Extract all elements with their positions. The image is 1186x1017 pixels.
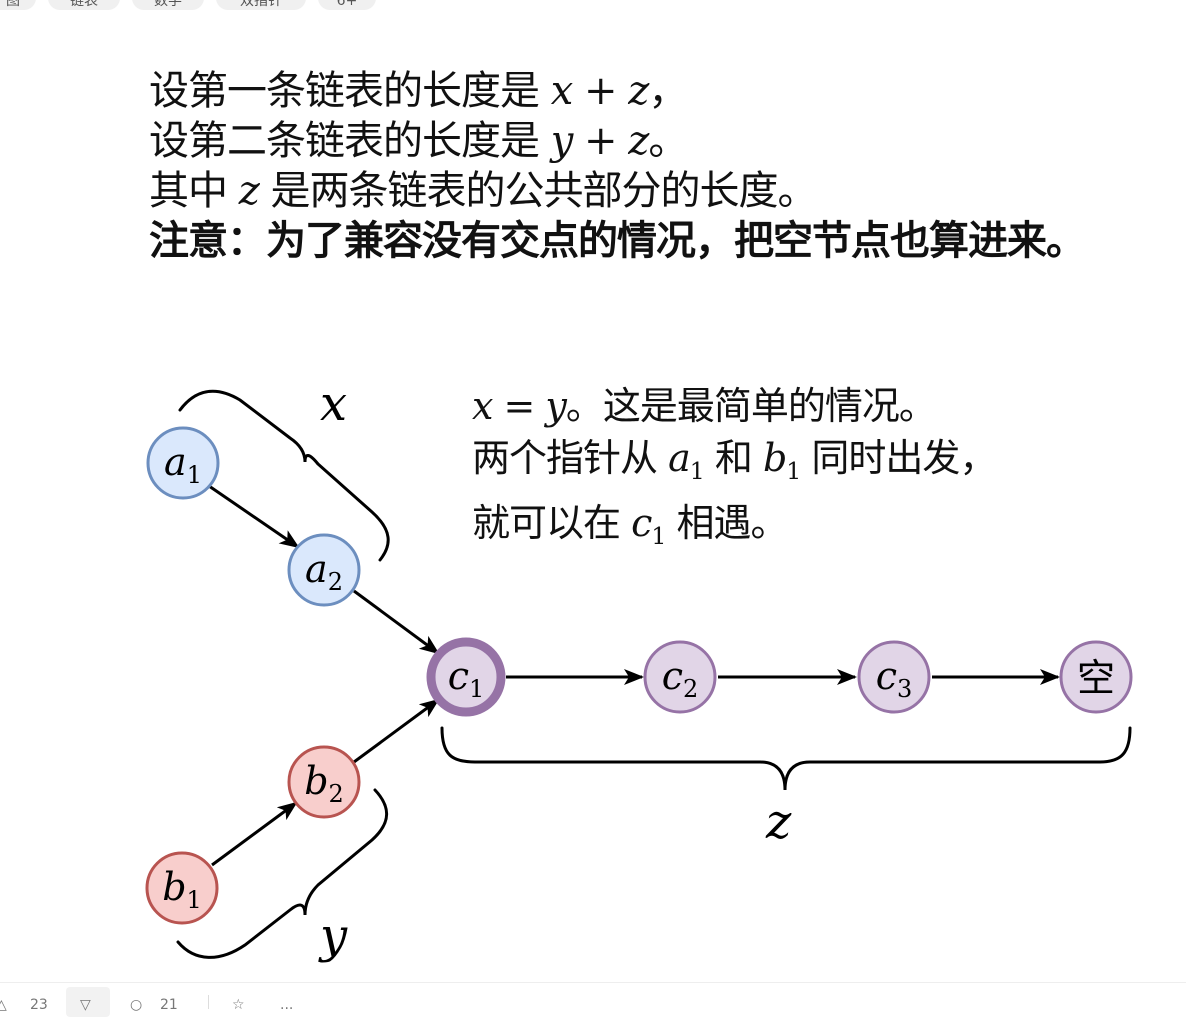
anno-x-eq-y: x = y [472, 384, 567, 428]
svg-text:b2: b2 [304, 759, 344, 808]
node-a2: a2 [287, 533, 361, 607]
line-first-list: 设第一条链表的长度是 x + z， [149, 66, 1085, 116]
anno-meet: 相遇。 [676, 501, 788, 546]
like-icon[interactable]: △ [0, 997, 7, 1013]
like-count: 23 [30, 997, 48, 1013]
svg-text:空: 空 [1077, 656, 1115, 700]
explanation-text: 设第一条链表的长度是 x + z， 设第二条链表的长度是 y + z。 其中 z… [149, 66, 1086, 266]
svg-text:a1: a1 [164, 440, 202, 489]
node-a1: a1 [146, 426, 220, 500]
line-note: 注意：为了兼容没有交点的情况，把空节点也算进来。 [149, 218, 1086, 264]
anno-simple-case: 。这是最简单的情况。 [565, 384, 937, 428]
comment-count: 21 [160, 997, 178, 1013]
edge-b2-c1 [353, 698, 440, 764]
line-second-list: 设第二条链表的长度是 y + z。 [149, 116, 1085, 166]
anno-can-meet: 就可以在 [472, 501, 621, 546]
comment-icon[interactable]: ○ [130, 997, 143, 1013]
node-c3: c3 [857, 640, 931, 714]
diagram-annotation: x = y。这是最简单的情况。 两个指针从 a1 和 b1 同时出发， 就可以在… [472, 380, 997, 562]
tag-graph[interactable]: 图 [0, 0, 36, 10]
node-null: 空 [1059, 640, 1133, 714]
svg-text:a2: a2 [305, 547, 343, 596]
brace-label-y: y [318, 908, 348, 964]
node-b2: b2 [287, 745, 361, 819]
edge-b1-b2 [211, 801, 298, 867]
brace-x [178, 389, 390, 562]
anno-line-2: 两个指针从 a1 和 b1 同时出发， [472, 432, 997, 497]
node-c1: c1 [426, 637, 506, 717]
brace-y [176, 788, 389, 959]
line2-prefix: 设第二条链表的长度是 [149, 118, 540, 164]
line1-math: x + z [550, 68, 650, 114]
tag-more[interactable]: 6+ [318, 0, 376, 10]
anno-node-a1: a1 [668, 436, 705, 486]
line3-suffix: 是两条链表的公共部分的长度。 [270, 168, 818, 214]
svg-text:b1: b1 [162, 865, 202, 914]
brace-label-z: z [765, 794, 792, 850]
bottom-toolbar: △ 23 ▽ ○ 21 ☆ ... [0, 982, 1186, 1017]
edge-a2-c1 [353, 589, 440, 655]
line3-prefix: 其中 [149, 168, 228, 214]
more-button[interactable]: ... [280, 997, 294, 1013]
anno-and: 和 [714, 436, 753, 480]
anno-line-1: x = y。这是最简单的情况。 [472, 380, 996, 432]
tag-bar: 图 链表 数学 双指针 6+ [0, 0, 1186, 12]
node-b1: b1 [145, 851, 219, 925]
anno-two-pointers: 两个指针从 [472, 436, 658, 480]
line1-prefix: 设第一条链表的长度是 [149, 68, 540, 114]
svg-text:c3: c3 [876, 654, 913, 703]
tag-linked-list[interactable]: 链表 [48, 0, 120, 10]
anno-line-3: 就可以在 c1 相遇。 [472, 497, 996, 562]
brace-label-x: x [320, 376, 347, 432]
tag-math[interactable]: 数学 [132, 0, 204, 10]
line3-math: z [238, 168, 260, 214]
svg-text:c2: c2 [662, 654, 699, 703]
edge-a1-a2 [208, 484, 300, 549]
node-c2: c2 [643, 640, 717, 714]
anno-node-c1: c1 [631, 501, 666, 551]
anno-node-b1: b1 [762, 436, 801, 486]
svg-text:c1: c1 [448, 654, 485, 703]
line-common-part: 其中 z 是两条链表的公共部分的长度。 [149, 166, 1085, 216]
star-icon[interactable]: ☆ [232, 997, 245, 1013]
brace-z [440, 726, 1132, 791]
toolbar-divider [208, 995, 209, 1009]
line1-suffix: ， [648, 68, 688, 114]
line2-suffix: 。 [648, 118, 688, 164]
line2-math: y + z [550, 118, 650, 164]
tag-two-pointers[interactable]: 双指针 [216, 0, 306, 10]
anno-start-together: 同时出发， [811, 436, 997, 480]
dislike-icon[interactable]: ▽ [80, 997, 91, 1013]
